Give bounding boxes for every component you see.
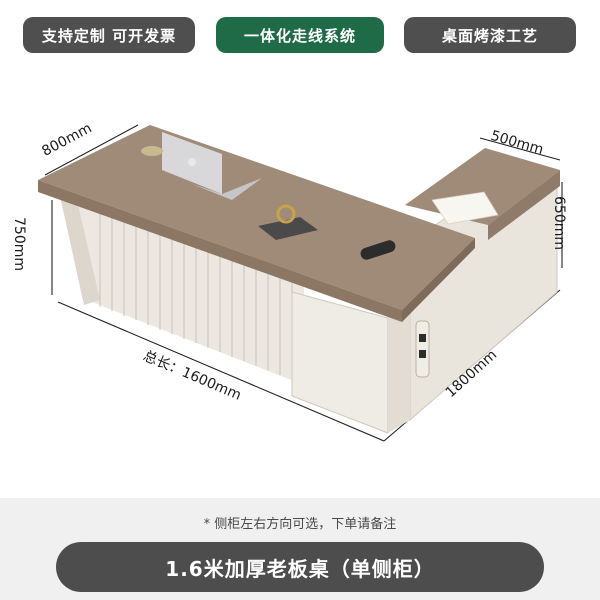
side-height-label: 650mm xyxy=(551,196,567,250)
product-title-pill: 1.6米加厚老板桌（单侧柜） xyxy=(56,542,544,592)
desk-illustration xyxy=(38,124,563,442)
orientation-note: * 侧柜左右方向可选，下单请备注 xyxy=(203,517,397,532)
badge-customizable-invoice: 支持定制 可开发票 xyxy=(23,17,195,53)
badge-paint-process: 桌面烤漆工艺 xyxy=(404,17,576,53)
main-desk xyxy=(38,125,475,434)
badge-integrated-wiring: 一体化走线系统 xyxy=(216,17,384,53)
product-title: 1.6米加厚老板桌（单侧柜） xyxy=(165,556,435,581)
height-dimension-label: 750mm xyxy=(11,217,27,271)
